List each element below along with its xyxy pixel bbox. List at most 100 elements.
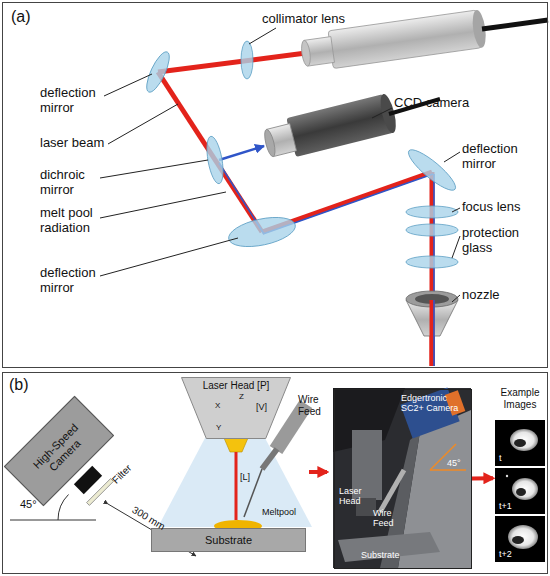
node-title: High-Speed Camera (23, 414, 97, 488)
melt-pool-radiation (219, 146, 434, 366)
part-label: laser beam (40, 136, 120, 151)
angle-reference (10, 520, 96, 521)
node-text: t+2 (499, 549, 529, 559)
laser-head: Laser Head [P] (181, 377, 291, 439)
optical-element (142, 41, 460, 268)
camera-lens (74, 466, 114, 506)
part-label: dichroic mirror (40, 168, 110, 198)
leader-line (100, 28, 460, 302)
melt-pool-radiation (219, 146, 264, 160)
optical-element (406, 256, 458, 268)
collimator-symbol (300, 40, 312, 67)
example-image (512, 536, 524, 544)
collimator-symbol (482, 20, 548, 29)
leader-line (104, 74, 152, 96)
setup-photo (333, 388, 471, 568)
part-label: protection glass (462, 226, 542, 256)
node-title: Edgertronic SC2+ Camera (401, 393, 471, 414)
optical-element (406, 224, 458, 236)
laser-cone (158, 438, 312, 527)
leader-line (100, 160, 208, 178)
nozzle-symbol (406, 291, 458, 366)
photo-panel: Edgertronic SC2+ CameraLaser HeadWire Fe… (334, 389, 472, 569)
camera-lens (87, 479, 114, 506)
panel-frame: (a) (2, 2, 548, 368)
angle-label: 45° (20, 498, 37, 511)
ccd-camera-symbol (261, 93, 399, 164)
example-image (495, 420, 545, 466)
setup-photo (380, 470, 404, 512)
part-label: deflection mirror (462, 142, 542, 172)
flow-arrow (309, 470, 327, 474)
laser-beam (158, 53, 432, 366)
node-text: 45° (447, 458, 471, 468)
node-title: (a) (11, 8, 51, 26)
optical-element (142, 49, 173, 95)
laser-head-outline (182, 378, 291, 439)
camera-body: High-Speed Camera (4, 396, 114, 506)
setup-photo (333, 388, 471, 568)
leader-line (452, 208, 460, 212)
part-label: Meltpool (262, 507, 296, 517)
part-label: melt pool radiation (40, 206, 112, 236)
axis-label: X (215, 401, 220, 410)
optical-element (241, 41, 253, 79)
node-title: Substrate (152, 534, 305, 547)
example-images-panel: Example Images t t+1 t+2 (493, 387, 547, 569)
leader-line (372, 108, 392, 118)
axis-label: Y (216, 423, 221, 432)
leader-line (108, 104, 178, 144)
part-label: deflection mirror (40, 266, 112, 296)
leader-line (100, 192, 226, 218)
leader-line (444, 152, 460, 162)
part-label: Wire Feed (298, 394, 332, 417)
node-text: t (499, 453, 529, 463)
leader-line (452, 236, 460, 258)
optical-element (404, 145, 460, 196)
nozzle-symbol (430, 300, 435, 366)
node-text: t+1 (499, 501, 529, 511)
setup-photo (338, 532, 440, 562)
angle-reference (10, 495, 96, 521)
wire-feed-symbol (262, 449, 277, 469)
node-text: Substrate (361, 550, 421, 560)
leader-line (452, 295, 460, 302)
nozzle-symbol (433, 300, 435, 366)
panel-frame: (b) High-Speed Camera Laser Head [P] Substr… (2, 372, 548, 574)
laser-cone (158, 438, 312, 527)
leader-line (100, 238, 238, 276)
flow-arrow (309, 472, 327, 473)
nozzle-symbol (224, 438, 248, 452)
example-image (495, 420, 545, 562)
dimension-label: 300 mm (130, 504, 167, 532)
example-image (512, 478, 538, 500)
example-image (495, 468, 545, 514)
setup-photo (430, 469, 466, 471)
node-text: Laser Head (339, 486, 375, 507)
node-text: Wire Feed (373, 508, 403, 529)
node-title: (b) (9, 376, 49, 394)
parameter-label: [L] (240, 472, 250, 482)
leader-line (249, 28, 276, 44)
nozzle-symbol (235, 452, 238, 520)
substrate-block: Substrate (151, 528, 306, 552)
part-label: Filter (110, 462, 134, 486)
part-label: CCD camera (394, 96, 484, 111)
example-image (514, 439, 526, 447)
flow-arrow (472, 476, 493, 480)
angle-reference (58, 495, 69, 521)
ccd-camera-symbol (263, 128, 278, 157)
melt-pool-radiation (433, 174, 435, 366)
example-image (508, 525, 538, 549)
laser-beam (430, 172, 435, 366)
axis-label: Z (239, 392, 244, 401)
node-title: Example Images (493, 387, 547, 410)
part-label: focus lens (462, 200, 542, 215)
example-image (495, 516, 545, 562)
example-image (506, 475, 508, 477)
laser-beam (158, 53, 306, 72)
part-label: deflection mirror (40, 86, 112, 116)
